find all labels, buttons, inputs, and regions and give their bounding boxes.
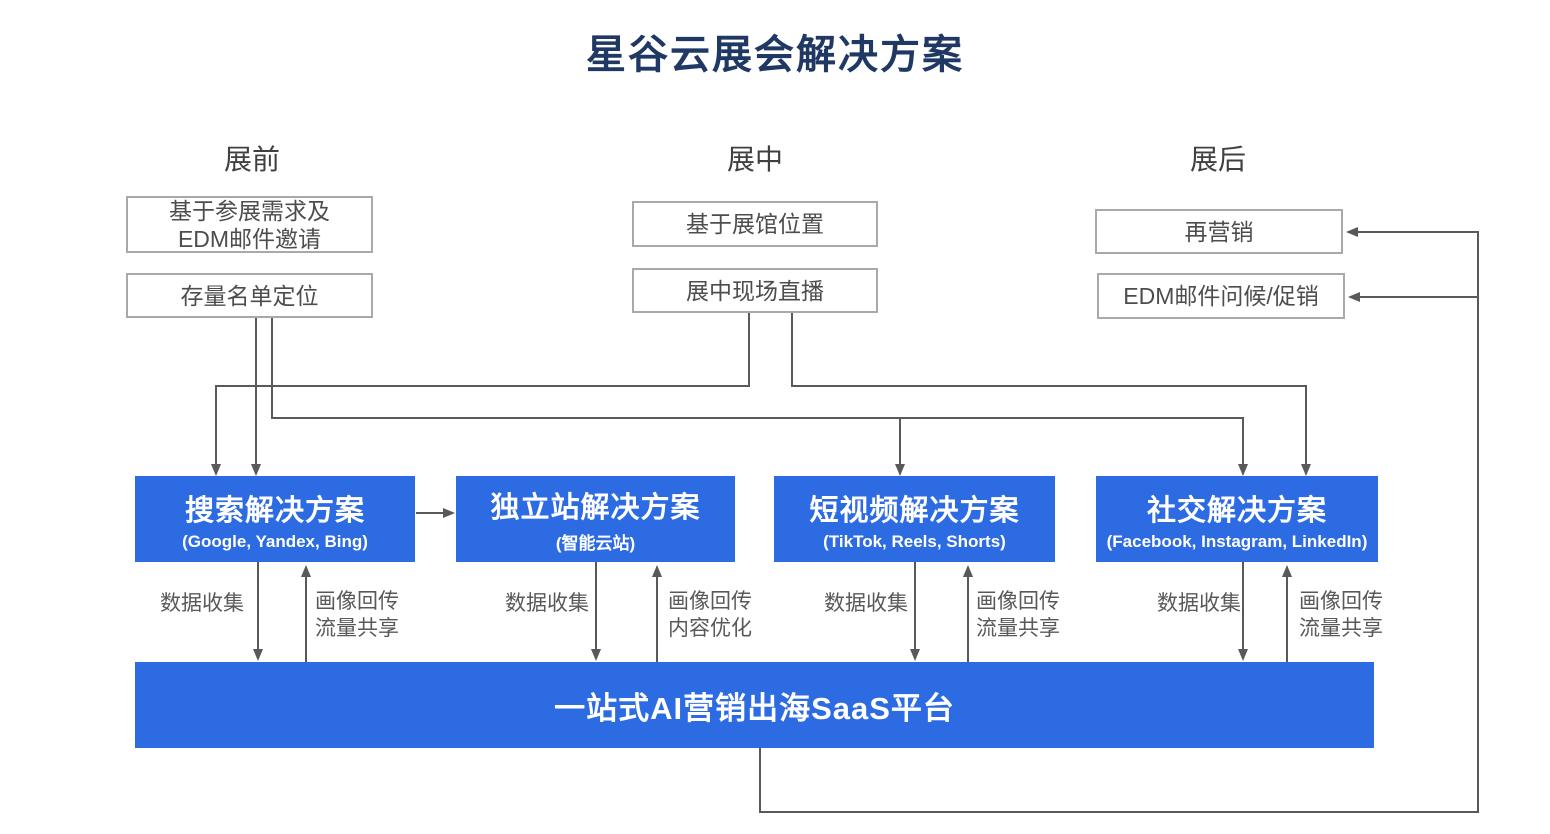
phase-header-pre-show: 展前 xyxy=(223,144,280,175)
phase-header-during-show: 展中 xyxy=(726,144,783,175)
connector-livestream-to-social xyxy=(791,313,1311,476)
solution-shortvideo-title: 短视频解决方案 xyxy=(809,494,1020,527)
phase-header-post-show: 展后 xyxy=(1189,144,1246,175)
label-feedback-website: 画像回传 内容优化 xyxy=(668,590,752,640)
connector-inventory-to-social xyxy=(271,318,1248,476)
label-feedback-search: 画像回传 流量共享 xyxy=(315,590,399,640)
solution-social-title: 社交解决方案 xyxy=(1146,494,1327,527)
solution-social-subtitle: (Facebook, Instagram, LinkedIn) xyxy=(1106,531,1368,551)
box-inventory-list: 存量名单定位 xyxy=(126,273,373,318)
box-venue-location: 基于展馆位置 xyxy=(632,201,878,247)
label-data-collect-website: 数据收集 xyxy=(505,592,589,615)
label-feedback-social: 画像回传 流量共享 xyxy=(1299,590,1383,640)
box-edm-invite: 基于参展需求及 EDM邮件邀请 xyxy=(126,196,373,253)
solution-website: 独立站解决方案 (智能云站) xyxy=(456,476,735,562)
label-data-collect-search: 数据收集 xyxy=(160,592,244,615)
page-title: 星谷云展会解决方案 xyxy=(586,33,964,77)
label-feedback-shortvideo: 画像回传 流量共享 xyxy=(976,590,1060,640)
platform-bar: 一站式AI营销出海SaaS平台 xyxy=(135,662,1374,748)
platform-bar-label: 一站式AI营销出海SaaS平台 xyxy=(554,690,955,726)
solution-search: 搜索解决方案 (Google, Yandex, Bing) xyxy=(135,476,415,562)
box-edm-greeting: EDM邮件问候/促销 xyxy=(1097,273,1345,319)
solution-website-title: 独立站解决方案 xyxy=(490,492,701,524)
solution-search-subtitle: (Google, Yandex, Bing) xyxy=(182,531,368,551)
label-data-collect-social: 数据收集 xyxy=(1157,592,1241,615)
solution-shortvideo-subtitle: (TikTok, Reels, Shorts) xyxy=(823,531,1006,551)
box-live-stream: 展中现场直播 xyxy=(632,268,878,313)
solution-social: 社交解决方案 (Facebook, Instagram, LinkedIn) xyxy=(1096,476,1378,562)
solution-shortvideo: 短视频解决方案 (TikTok, Reels, Shorts) xyxy=(774,476,1055,562)
connector-livestream-to-search xyxy=(211,313,750,476)
box-remarketing: 再营销 xyxy=(1095,209,1343,254)
label-data-collect-shortvideo: 数据收集 xyxy=(824,592,908,615)
solution-website-subtitle: (智能云站) xyxy=(555,534,636,553)
solution-search-title: 搜索解决方案 xyxy=(184,494,365,527)
